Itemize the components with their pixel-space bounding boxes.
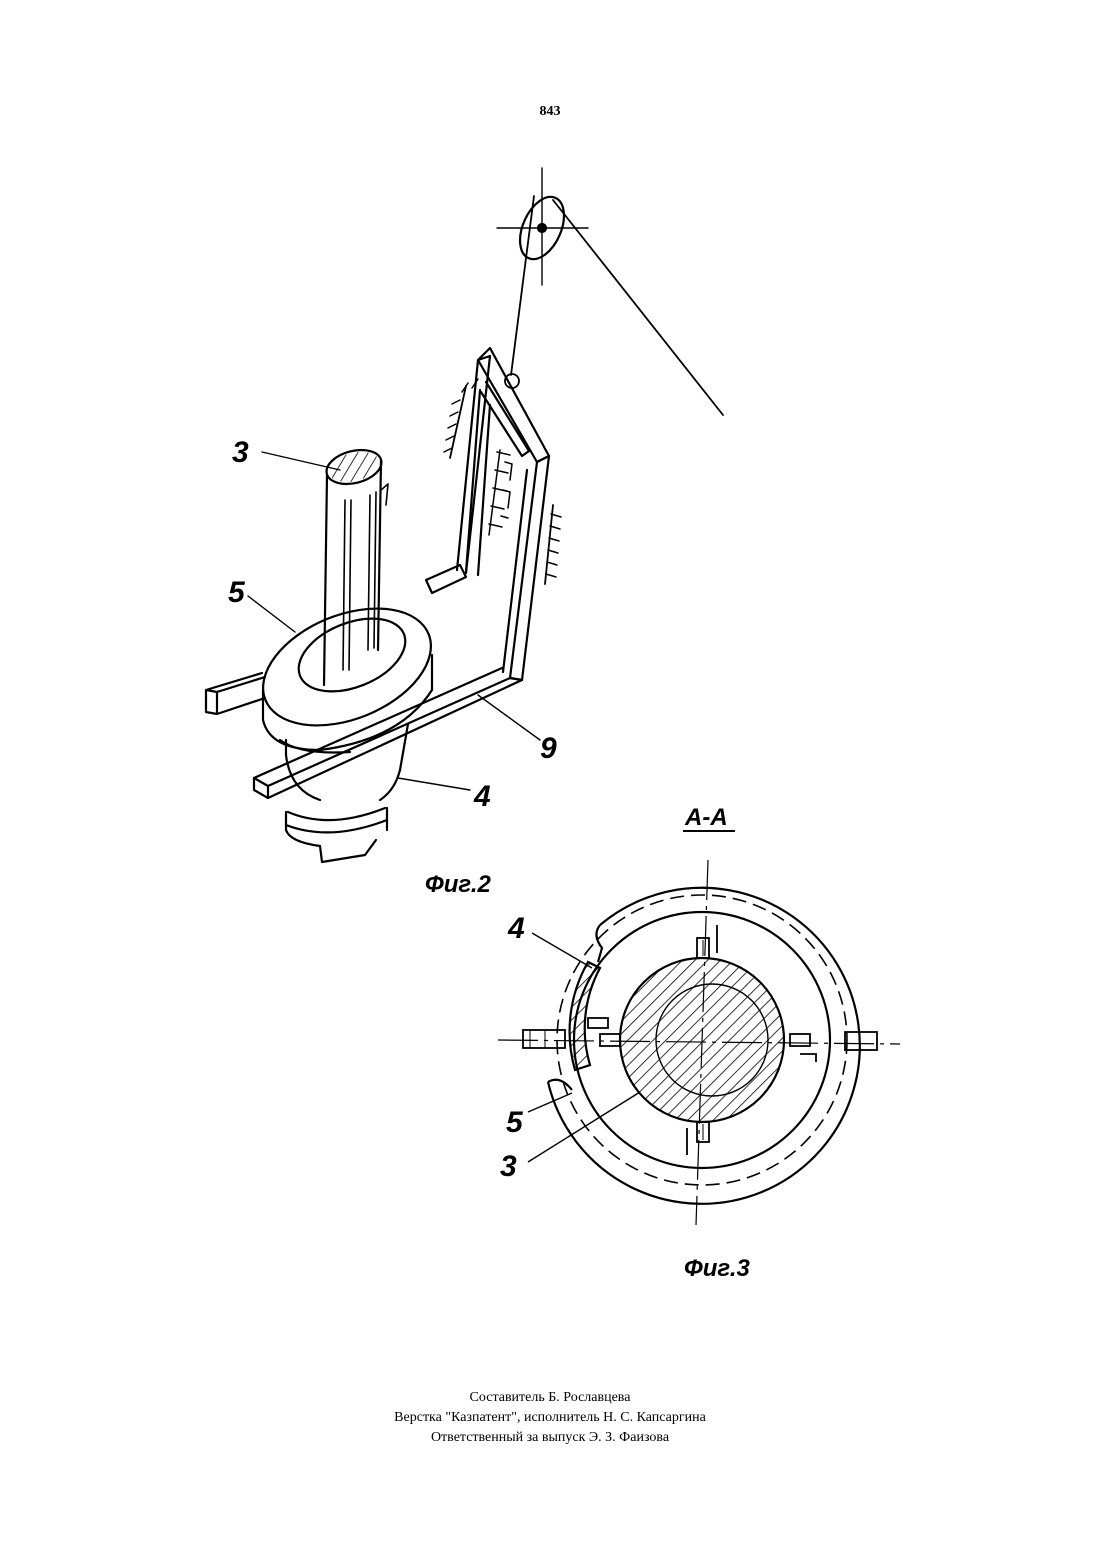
figure-2-drawing xyxy=(206,168,723,862)
fig3-label-ring: 5 xyxy=(506,1106,524,1139)
fig2-label-frame: 9 xyxy=(540,732,557,765)
credit-layout: Верстка "Казпатент", исполнитель Н. С. К… xyxy=(0,1408,1100,1428)
fig2-label-shaft: 3 xyxy=(232,436,249,469)
figure-3-drawing xyxy=(498,860,900,1225)
fig3-caption: Фиг.3 xyxy=(684,1255,751,1282)
frame-9 xyxy=(206,348,561,798)
credits-block: Составитель Б. Рославцева Верстка "Казпа… xyxy=(0,1388,1100,1448)
fig2-caption: Фиг.2 xyxy=(425,871,492,898)
fig3-section-label: А-А xyxy=(684,804,728,831)
fig3-label-shaft: 3 xyxy=(500,1150,517,1183)
credit-compiler: Составитель Б. Рославцева xyxy=(0,1388,1100,1408)
credit-responsible: Ответственный за выпуск Э. З. Фаизова xyxy=(0,1428,1100,1448)
centre-lines xyxy=(498,860,900,1225)
shaft-3 xyxy=(323,445,388,685)
fig2-label-ring: 5 xyxy=(228,576,246,609)
fig3-label-hub: 4 xyxy=(507,912,525,945)
fig2-label-hub: 4 xyxy=(473,780,491,813)
